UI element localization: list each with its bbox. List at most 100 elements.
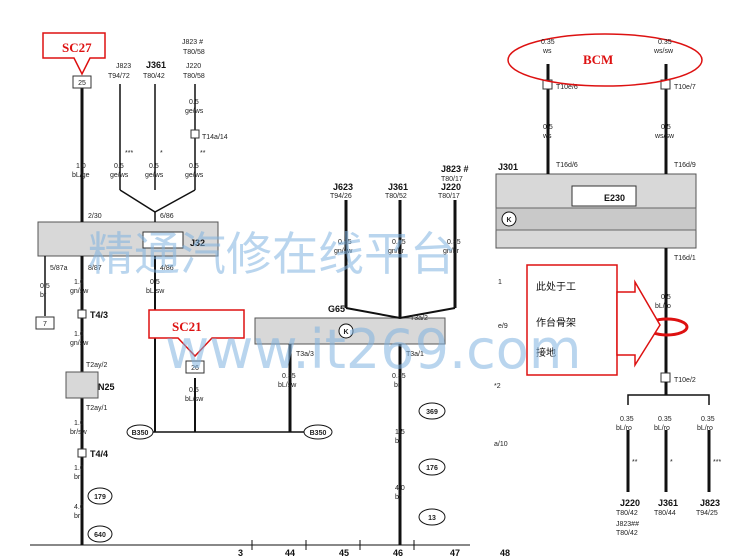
side-e9: e/9 bbox=[498, 323, 508, 330]
out2-color: bL/ro bbox=[654, 425, 670, 432]
connector-t10e-2-label: T10e/2 bbox=[674, 377, 696, 384]
wire-branch-bus bbox=[627, 394, 710, 405]
bcm2-color: ws/sw bbox=[653, 48, 674, 55]
pin-t3a-1-label: T3a/1 bbox=[406, 351, 424, 358]
bcm3-color: ws bbox=[542, 133, 552, 140]
w11-color: br bbox=[74, 513, 81, 520]
pin-26-box bbox=[185, 360, 205, 374]
g65d-color: bL/sw bbox=[278, 382, 297, 389]
k-symbol-g65-label: K bbox=[343, 329, 348, 336]
sc21-callout bbox=[148, 309, 245, 358]
g65f-size: 1.5 bbox=[395, 429, 405, 436]
ground-13 bbox=[418, 508, 446, 526]
connector-t14a-label: T14a/14 bbox=[202, 134, 228, 141]
pin-t16d-6-label: T16d/6 bbox=[556, 162, 578, 169]
w3-color: ge/ws bbox=[145, 172, 164, 179]
ground-b350-right-label: B350 bbox=[310, 430, 327, 437]
bottom-ref-t80-42b: T80/42 bbox=[616, 530, 638, 537]
ref-j823-a: J823 bbox=[116, 63, 131, 70]
g65a-size: 0.35 bbox=[338, 239, 352, 246]
pin-8-87-label: 8/87 bbox=[88, 265, 102, 272]
bottom-ref-j823: J823## bbox=[616, 521, 639, 528]
pin-2-30-label: 2/30 bbox=[88, 213, 102, 220]
footer-number-5: 47 bbox=[450, 548, 460, 558]
pin-25-box bbox=[72, 75, 92, 89]
pin-t3a-2-label: T3a/2 bbox=[410, 315, 428, 322]
connector-t10e-6-label: T10e/6 bbox=[556, 84, 578, 91]
pin-4-86-label: 4/86 bbox=[160, 265, 174, 272]
component-n25-box bbox=[65, 371, 99, 399]
bottom-ref-j220: J220 bbox=[620, 498, 640, 508]
w4-color: ge/ws bbox=[185, 172, 204, 179]
w12-size: 0.5 bbox=[189, 387, 199, 394]
side-2: *2 bbox=[494, 383, 501, 390]
g65e-color: br bbox=[394, 382, 401, 389]
ground-b350-left bbox=[126, 424, 154, 440]
bcm-label: BCM bbox=[583, 52, 613, 67]
ground-179-label: 179 bbox=[94, 494, 106, 501]
w6-color: gn/sw bbox=[70, 288, 89, 295]
bcm4-color: ws/sw bbox=[654, 133, 675, 140]
ref-j823-b: J823 # bbox=[182, 39, 203, 46]
ref-j220-b: J220 bbox=[441, 182, 461, 192]
w4-size: 0.5 bbox=[189, 163, 199, 170]
footer-number-2: 44 bbox=[285, 548, 295, 558]
pin-5-87a-label: 5/87a bbox=[50, 265, 68, 272]
connector-t10e-7-label: T10e/7 bbox=[674, 84, 696, 91]
module-j301-bar bbox=[495, 207, 697, 231]
g65b-color: gn/br bbox=[388, 248, 405, 255]
connector-t10e-2 bbox=[660, 372, 671, 383]
bcm4-size: 0.5 bbox=[661, 124, 671, 131]
wire-g65-merge bbox=[345, 307, 456, 320]
ground-640-label: 640 bbox=[94, 532, 106, 539]
ref-t80-58b: T80/58 bbox=[183, 49, 205, 56]
ref-t80-52: T80/52 bbox=[385, 193, 407, 200]
g65g-color: br bbox=[395, 494, 402, 501]
connector-t14a bbox=[190, 129, 200, 139]
out1-mark: ** bbox=[632, 459, 638, 466]
connector-t4-3-label: T4/3 bbox=[90, 310, 108, 320]
out3-size: 0.35 bbox=[701, 416, 715, 423]
pin-25-label: 25 bbox=[78, 80, 86, 87]
ref-t80-17: T80/17 bbox=[438, 193, 460, 200]
connector-t4-4-label: T4/4 bbox=[90, 449, 108, 459]
wire-junction bbox=[119, 189, 196, 213]
connector-t10e-6 bbox=[542, 79, 553, 90]
g65d-size: 0.35 bbox=[282, 373, 296, 380]
ground-640 bbox=[87, 525, 113, 543]
g65e-size: 0.35 bbox=[392, 373, 406, 380]
bcm-highlight bbox=[507, 33, 703, 87]
g65c-color: gn/br bbox=[443, 248, 460, 255]
ref-j623: J623 bbox=[333, 182, 353, 192]
out3-color: bL/ro bbox=[697, 425, 713, 432]
ground-369 bbox=[418, 402, 446, 420]
k-symbol-j301-label: K bbox=[506, 217, 511, 224]
out1-color: bL/ro bbox=[616, 425, 632, 432]
g65f-color: br bbox=[395, 438, 402, 445]
ref-j220-a: J220 bbox=[186, 63, 201, 70]
ground-176-label: 176 bbox=[426, 465, 438, 472]
pin-7-box bbox=[35, 316, 55, 330]
w4top-size: 0.5 bbox=[189, 99, 199, 106]
sc27-label: SC27 bbox=[62, 40, 92, 55]
side-1: 1 bbox=[498, 279, 502, 286]
relay-coil-symbol bbox=[142, 231, 184, 249]
ref-t80-17b: T80/17 bbox=[441, 176, 463, 183]
switch-e230-label: E230 bbox=[604, 193, 625, 203]
g65a-color: gn/sw bbox=[334, 248, 353, 255]
w2-mark: *** bbox=[125, 150, 133, 157]
w5-size: 0.5 bbox=[40, 283, 50, 290]
ground-b350-left-label: B350 bbox=[132, 430, 149, 437]
ref-t80-42: T80/42 bbox=[143, 73, 165, 80]
footer-number-6: 48 bbox=[500, 548, 510, 558]
ground-179 bbox=[87, 487, 113, 505]
w11-size: 4.0 bbox=[74, 504, 84, 511]
pin-7-label: 7 bbox=[43, 321, 47, 328]
footer-number-3: 45 bbox=[339, 548, 349, 558]
bcm5-color: bL/ro bbox=[655, 303, 671, 310]
w6-size: 1.0 bbox=[74, 279, 84, 286]
ground-note-line-3: 接地 bbox=[536, 346, 556, 359]
ref-t80-58: T80/58 bbox=[183, 73, 205, 80]
g65g-size: 4.0 bbox=[395, 485, 405, 492]
ground-369-label: 369 bbox=[426, 409, 438, 416]
